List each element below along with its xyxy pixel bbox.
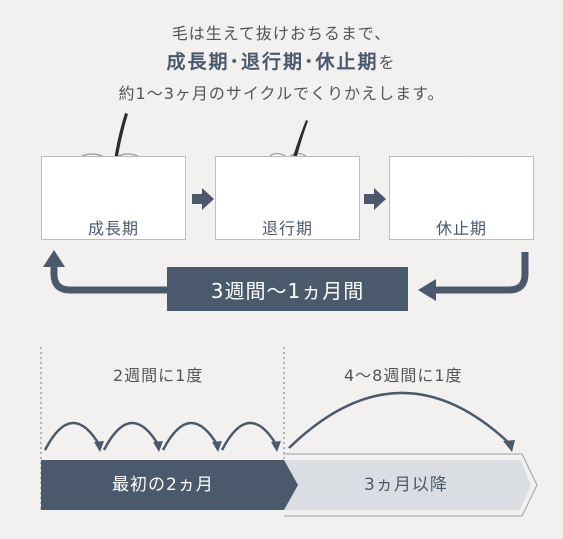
- large-cycle-arrowhead: [503, 440, 515, 452]
- return-line-right: [436, 252, 529, 294]
- cycle-duration-label: 3週間～1ヵ月間: [167, 267, 408, 311]
- intro-line-3: 約1～3ヶ月のサイクルでくりかえします。: [118, 84, 445, 103]
- timeline-early-bar: [41, 460, 298, 510]
- late-period-label: 4～8週間に1度: [344, 366, 463, 385]
- intro-line-1: 毛は生えて抜けおちるまで、: [171, 24, 392, 43]
- arrow-right-2: [364, 188, 386, 210]
- intro-heading: 成長期･退行期･休止期を: [0, 47, 563, 74]
- return-arrow-up-head: [43, 250, 65, 267]
- early-stage-label: 最初の2ヵ月: [112, 475, 214, 495]
- phase-box-telogen: 休止期: [389, 156, 534, 240]
- return-arrow-left-head: [418, 279, 436, 301]
- late-stage-label: 3ヵ月以降: [364, 475, 448, 495]
- small-cycle-arcs: [43, 421, 279, 451]
- phase-label-telogen: 休止期: [435, 219, 487, 238]
- heading-particle: を: [378, 53, 397, 72]
- phase-label-growth: 成長期: [87, 219, 139, 238]
- timeline-late-bar: [284, 460, 531, 510]
- timeline-outline: [284, 453, 538, 517]
- phase-box-catagen: 退行期: [215, 156, 360, 240]
- arrow-right-1: [192, 188, 214, 210]
- small-cycle-arrowheads: [94, 441, 281, 452]
- phases-heading: 成長期･退行期･休止期: [166, 51, 379, 73]
- phase-label-catagen: 退行期: [261, 219, 313, 238]
- phase-box-growth: 成長期: [41, 156, 186, 240]
- early-period-label: 2週間に1度: [113, 366, 204, 385]
- large-cycle-arc: [288, 391, 511, 449]
- return-line-left: [50, 266, 167, 294]
